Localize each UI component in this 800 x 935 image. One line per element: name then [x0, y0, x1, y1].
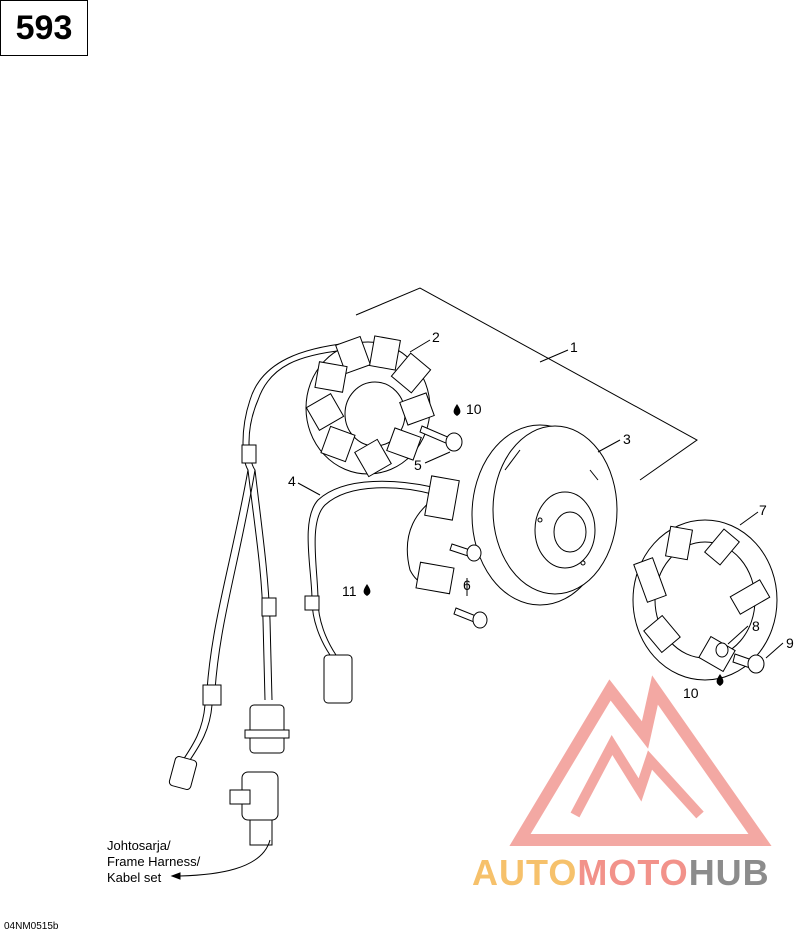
- callout-8: 8: [752, 618, 760, 634]
- callout-1: 1: [570, 339, 578, 355]
- harness-label-line-3: Kabel set: [107, 870, 162, 885]
- callout-11: 11: [342, 583, 357, 599]
- callout-2: 2: [432, 329, 440, 345]
- stator-screw: [419, 425, 463, 452]
- stator: [305, 335, 435, 478]
- assembly-bracket: [355, 287, 698, 481]
- washer-and-bolt: [715, 642, 765, 674]
- callout-7: 7: [759, 502, 767, 518]
- page-number: 593: [15, 8, 73, 47]
- trigger-screws: [449, 543, 488, 629]
- harness-label-line-1: Johtosarja/: [107, 838, 171, 853]
- callout-9: 9: [786, 635, 794, 651]
- watermark-part-moto: MOTO: [577, 852, 689, 893]
- callout-10-lower: 10: [683, 685, 699, 701]
- drawing-code: 04NM0515b: [4, 921, 59, 932]
- callout-10-upper: 10: [466, 401, 482, 417]
- trigger-coil-harness: [304, 475, 460, 704]
- callout-6: 6: [463, 577, 471, 593]
- watermark-text: AUTOMOTOHUB: [472, 852, 770, 894]
- oil-drop-icon: [363, 404, 724, 686]
- ring-gear: [632, 519, 778, 681]
- harness-label: Johtosarja/ Frame Harness/ Kabel set: [107, 838, 200, 886]
- callout-3: 3: [623, 431, 631, 447]
- watermark-part-hub: HUB: [688, 852, 770, 893]
- callout-4: 4: [288, 473, 296, 489]
- flywheel: [471, 424, 618, 606]
- frame-harness: [168, 342, 349, 880]
- harness-label-line-2: Frame Harness/: [107, 854, 201, 869]
- page-number-box: 593: [0, 0, 88, 56]
- callout-5: 5: [414, 457, 422, 473]
- watermark-part-auto: AUTO: [472, 852, 578, 893]
- watermark-logo: [509, 675, 772, 846]
- callout-leaders: [297, 339, 784, 659]
